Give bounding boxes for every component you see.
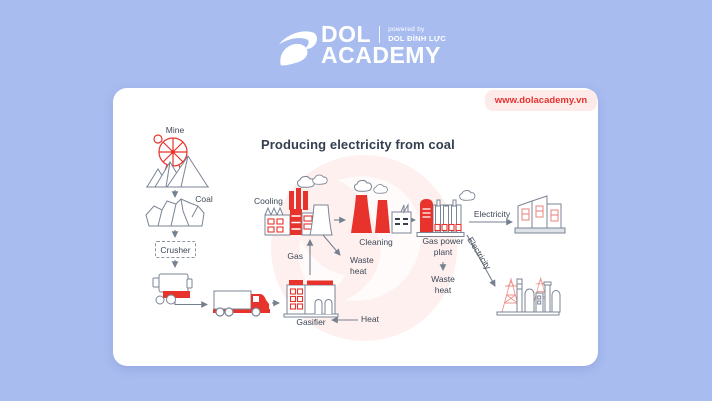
label-crusher: Crusher — [160, 244, 191, 255]
powered-by-block: powered by DOL ĐÌNH LỰC — [379, 26, 446, 43]
label-waste-heat-cooling: Waste heat — [350, 255, 374, 276]
label-coal: Coal — [195, 194, 213, 204]
dol-logo-icon — [279, 31, 317, 66]
label-gas-power-plant: Gas power plant — [422, 236, 464, 257]
process-diagram — [145, 134, 566, 341]
mine-headframe-icon — [146, 134, 209, 188]
website-badge[interactable]: www.dolacademy.vn — [485, 90, 597, 111]
label-cooling: Cooling — [254, 196, 283, 206]
powered-brand-text: DOL ĐÌNH LỰC — [388, 34, 447, 43]
label-mine: Mine — [165, 125, 185, 135]
label-cleaning: Cleaning — [359, 237, 393, 247]
brand-dol: DOL — [321, 21, 372, 47]
gasifier-building-icon — [283, 280, 339, 318]
industrial-plant-icon — [496, 276, 561, 316]
diagram-card: www.dolacademy.vn Producing electricity … — [113, 88, 598, 366]
brand-academy: ACADEMY — [321, 42, 441, 68]
diagram-title: Producing electricity from coal — [261, 137, 455, 152]
label-heat: Heat — [361, 314, 379, 324]
label-gasifier: Gasifier — [296, 317, 326, 327]
dol-academy-logo: DOL powered by DOL ĐÌNH LỰC ACADEMY — [279, 21, 446, 70]
gas-power-plant-icon — [416, 190, 476, 237]
label-gas: Gas — [287, 251, 303, 261]
powered-by-text: powered by — [388, 26, 425, 33]
label-electricity-homes: Electricity — [473, 209, 511, 219]
smoke-cloud-icon — [459, 190, 476, 201]
cooling-plant-icon — [264, 174, 333, 236]
cleaning-towers-icon — [351, 179, 412, 234]
city-buildings-icon — [514, 195, 566, 234]
crusher-dashed-box: Crusher — [155, 241, 196, 258]
coal-truck-icon — [213, 290, 270, 317]
label-waste-heat-plant: Waste heat — [431, 274, 455, 295]
crusher-machine-icon — [152, 273, 193, 305]
coal-rocks-icon — [145, 198, 205, 227]
